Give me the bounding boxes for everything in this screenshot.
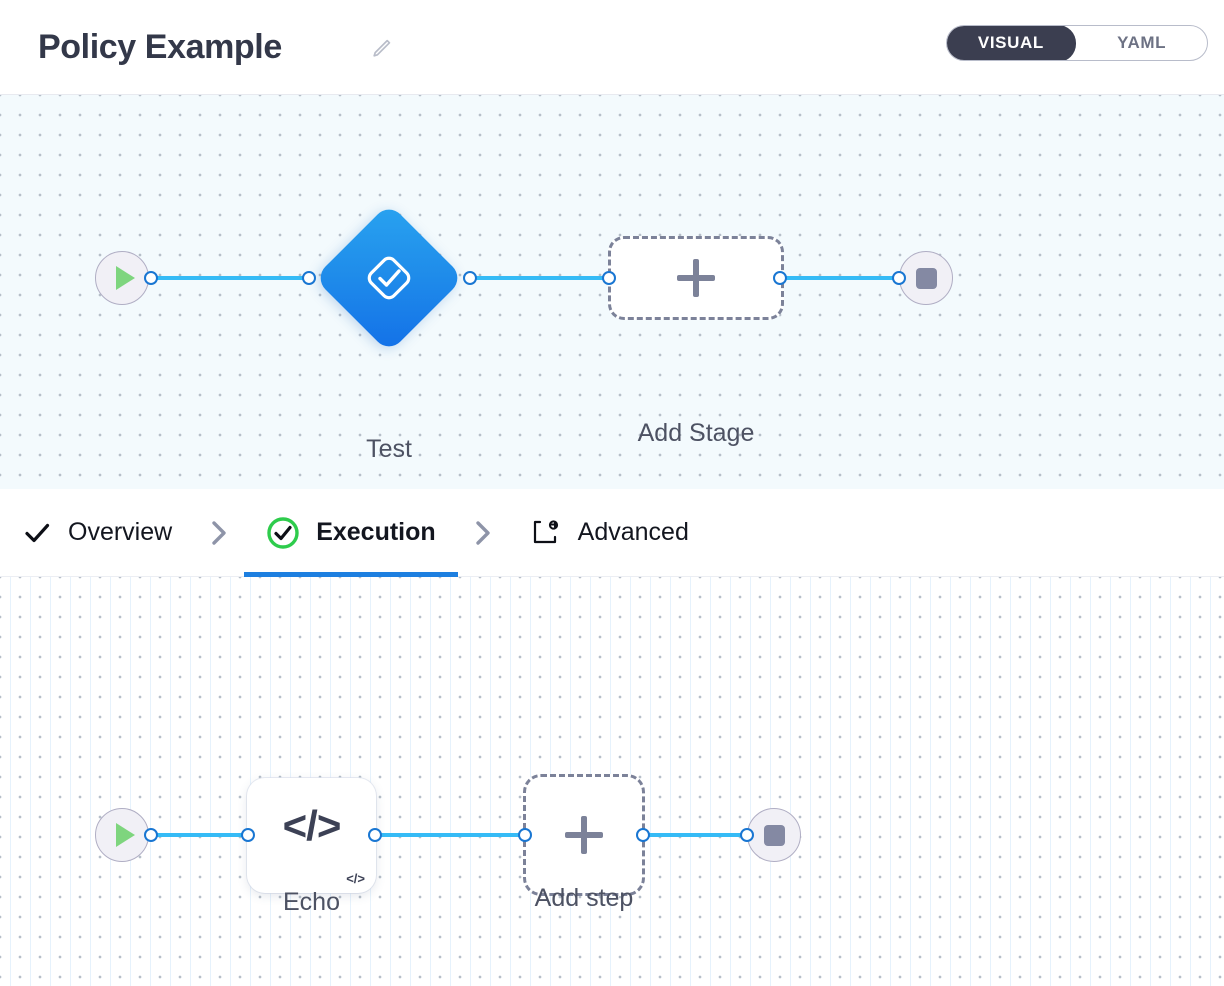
step-end-node[interactable] — [747, 808, 801, 862]
page-title: Policy Example — [38, 28, 282, 66]
handle-addstage-out[interactable] — [773, 271, 787, 285]
tab-overview-label: Overview — [68, 518, 173, 546]
tab-advanced-label: Advanced — [577, 518, 689, 546]
handle-addstep-in[interactable] — [518, 828, 532, 842]
pipeline-start-node[interactable] — [95, 251, 149, 305]
handle-echo-out[interactable] — [368, 828, 382, 842]
play-icon — [115, 823, 135, 847]
stop-icon — [915, 267, 937, 289]
step-label-echo: Echo — [283, 888, 340, 916]
step-start-node[interactable] — [95, 808, 149, 862]
edge-test-to-addstage — [470, 276, 615, 280]
tab-execution-label: Execution — [316, 518, 436, 546]
box-gear-icon — [530, 517, 562, 549]
handle-test-in[interactable] — [302, 271, 316, 285]
check-circle-icon — [266, 516, 300, 550]
edge-start-to-test — [150, 276, 315, 280]
add-stage-button[interactable] — [608, 236, 784, 320]
pencil-icon[interactable] — [368, 36, 394, 62]
tab-advanced[interactable]: Advanced — [508, 489, 711, 577]
edge-addstage-to-end — [778, 276, 905, 280]
stage-diamond-shape — [314, 203, 464, 353]
step-node-echo[interactable]: </> </> — [247, 778, 376, 893]
code-icon: </> — [282, 802, 342, 849]
play-icon — [115, 266, 135, 290]
handle-addstage-in[interactable] — [602, 271, 616, 285]
edge-echo-to-addstep — [372, 833, 530, 837]
handle-addstep-out[interactable] — [636, 828, 650, 842]
handle-echo-in[interactable] — [241, 828, 255, 842]
chevron-right-icon-2 — [458, 517, 508, 549]
add-step-button[interactable] — [523, 774, 645, 896]
plus-icon — [565, 816, 603, 854]
add-stage-label: Add Stage — [637, 419, 755, 447]
tab-execution[interactable]: Execution — [244, 489, 459, 577]
mode-yaml-button[interactable]: YAML — [1117, 33, 1167, 52]
add-step-label: Add step — [534, 884, 634, 912]
edge-start-to-echo — [150, 833, 258, 837]
handle-test-out[interactable] — [463, 271, 477, 285]
handle-start-out[interactable] — [144, 271, 158, 285]
pipeline-stage-canvas[interactable]: Test Add Stage — [0, 95, 1224, 489]
plus-icon — [677, 259, 715, 297]
stop-icon — [763, 824, 785, 846]
pipeline-end-node[interactable] — [899, 251, 953, 305]
handle-step-start-out[interactable] — [144, 828, 158, 842]
stage-node-test[interactable] — [314, 203, 464, 353]
tab-overview[interactable]: Overview — [0, 489, 194, 577]
view-mode-toggle[interactable]: VISUAL YAML — [946, 25, 1208, 61]
handle-end-in[interactable] — [892, 271, 906, 285]
edge-addstep-to-end — [640, 833, 758, 837]
mode-visual-button[interactable]: VISUAL — [947, 26, 1077, 60]
page-header: Policy Example VISUAL YAML — [0, 0, 1224, 95]
pipeline-step-canvas[interactable]: </> </> Echo Add step — [0, 577, 1224, 986]
check-icon — [22, 518, 52, 548]
stage-label-test: Test — [366, 435, 412, 463]
chevron-right-icon — [194, 517, 244, 549]
check-diamond-icon — [367, 256, 411, 300]
detail-tabbar: Overview Execution — [0, 489, 1224, 577]
handle-step-end-in[interactable] — [740, 828, 754, 842]
code-badge-icon: </> — [346, 871, 365, 886]
